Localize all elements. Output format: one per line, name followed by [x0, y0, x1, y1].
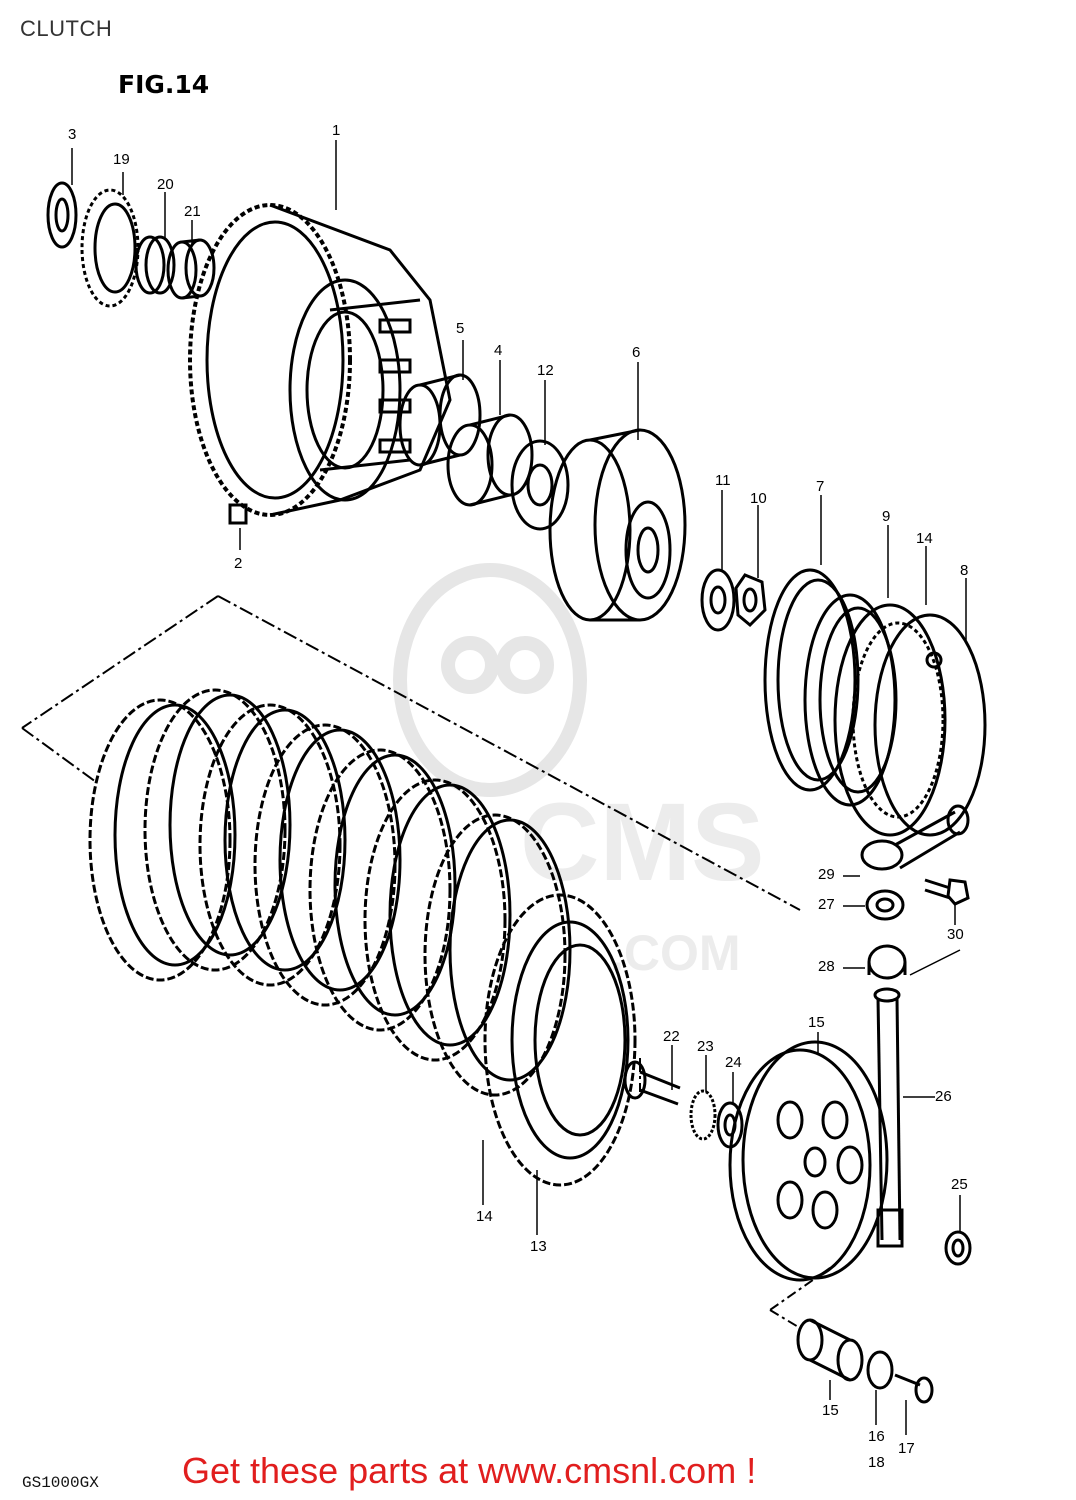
part-28-seal [865, 889, 905, 921]
callout-4: 4 [494, 342, 503, 359]
part-27-push-rod [873, 987, 904, 1248]
figure-title: FIG.14 [118, 70, 210, 99]
part-9-spring-seat [803, 593, 898, 807]
part-30-release-arm [860, 804, 970, 871]
callout-13: 13 [530, 1238, 547, 1255]
callout-17: 16 [868, 1428, 885, 1445]
callout-6: 6 [632, 344, 641, 361]
part-4-sleeve [446, 413, 534, 507]
callout-1: 1 [332, 122, 341, 139]
callout-14-lower: 14 [476, 1208, 493, 1225]
callout-7: 7 [816, 478, 825, 495]
callout-9: 9 [882, 508, 891, 525]
watermark-logo: CMS .COM [393, 563, 764, 981]
callout-2: 2 [234, 555, 243, 572]
part-7-ring [763, 568, 860, 792]
clutch-plate-stack [88, 688, 637, 1187]
callout-leaders [71, 140, 967, 1435]
callout-26: 25 [951, 1176, 968, 1193]
callout-22: 21 [184, 203, 201, 220]
page-title: CLUTCH [20, 16, 113, 41]
part-17-spacer [866, 1350, 894, 1390]
callout-30: 29 [818, 866, 835, 883]
part-3-washer [46, 181, 78, 249]
part-18-bolt [894, 1373, 934, 1404]
part-8-wire-spring [873, 613, 987, 837]
callout-15: 15 [808, 1014, 825, 1031]
callout-20: 19 [113, 151, 130, 168]
callout-31: 30 [947, 926, 964, 943]
callout-16: 15 [822, 1402, 839, 1419]
callout-12: 12 [537, 362, 554, 379]
part-1-clutch-housing [188, 203, 452, 517]
part-29-bearing [867, 944, 907, 980]
part-20-gear [80, 188, 140, 308]
part-15-pressure-plate [728, 1040, 889, 1282]
callout-8: 8 [960, 562, 969, 579]
callout-27: 26 [935, 1088, 952, 1105]
part-12-thrust-washer [510, 439, 570, 531]
callout-5: 5 [456, 320, 465, 337]
callout-24: 23 [697, 1038, 714, 1055]
callout-23: 22 [663, 1028, 680, 1045]
callout-18: 17 [898, 1440, 915, 1457]
callout-19: 18 [868, 1454, 885, 1471]
part-2-pin [228, 503, 248, 525]
part-11-lock-washer [700, 568, 736, 632]
pressure-plate-guide-lines [769, 1267, 831, 1329]
part-6-sleeve-hub [548, 428, 687, 622]
promo-link[interactable]: Get these parts at www.cmsnl.com ! [182, 1450, 757, 1491]
part-5-needle-bearing [398, 373, 482, 467]
callout-10: 10 [750, 490, 767, 507]
part-26-cap [944, 1230, 972, 1266]
part-21-spacer [134, 235, 176, 295]
callout-28: 27 [818, 896, 835, 913]
callout-3: 3 [68, 126, 77, 143]
part-31-bolt [924, 878, 970, 906]
model-code: GS1000GX [22, 1474, 99, 1492]
part-16-spring [796, 1318, 864, 1382]
part-23-bolt [623, 1060, 681, 1106]
callout-29: 28 [818, 958, 835, 975]
callout-14-upper: 14 [916, 530, 933, 547]
callout-21: 20 [157, 176, 174, 193]
callout-11: 11 [715, 472, 731, 489]
part-10-nut [734, 573, 767, 628]
part-24-washer [689, 1089, 717, 1141]
svg-text:.COM: .COM [610, 925, 741, 981]
callout-25: 24 [725, 1054, 742, 1071]
